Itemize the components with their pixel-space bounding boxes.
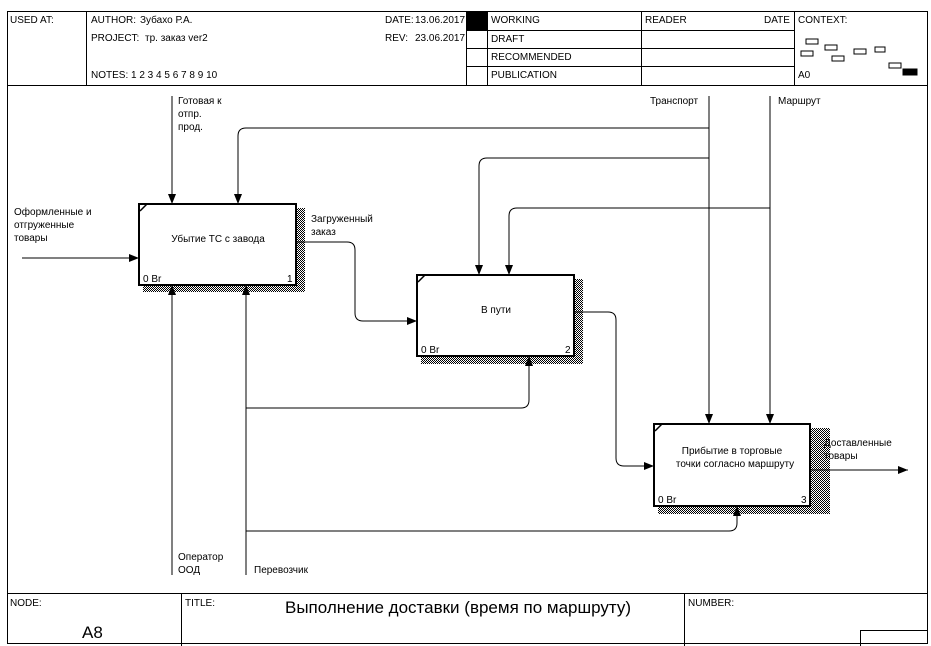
- rev-value: 23.06.2017: [415, 33, 466, 44]
- reader-label: READER: [645, 15, 687, 26]
- node-label: NODE:: [10, 598, 42, 609]
- arrow-box-2-to-box-3: [574, 311, 654, 470]
- context-rect-5: [853, 48, 867, 55]
- footer-divider-1: [181, 593, 182, 646]
- context-rect-6: [874, 46, 886, 53]
- arrow-transport-to-box-2: [475, 157, 709, 275]
- arrow-zagruzhenny-zakaz: [296, 241, 417, 325]
- arrow-label-perevozchik: Перевозчик: [254, 565, 309, 576]
- svg-text:прод.: прод.: [178, 122, 203, 133]
- arrow-label-zagruzhenny: Загруженный заказ: [311, 214, 373, 238]
- context-rect-4: [831, 55, 845, 62]
- author-value: Зубахо Р.А.: [140, 15, 193, 26]
- box-3-cost: 0 Br: [658, 495, 677, 506]
- svg-text:Оператор: Оператор: [178, 552, 224, 563]
- box-2-cost: 0 Br: [421, 345, 440, 356]
- box-2-number: 2: [565, 345, 571, 356]
- status-working: WORKING: [491, 15, 540, 26]
- svg-text:Доставленные: Доставленные: [824, 438, 892, 449]
- footer-box-top: [860, 630, 928, 631]
- status-draft: DRAFT: [491, 34, 525, 45]
- header-divider-5: [794, 11, 795, 85]
- box-2-label: В пути: [481, 305, 511, 316]
- number-label: NUMBER:: [688, 598, 735, 609]
- author-label: AUTHOR:: [91, 15, 136, 26]
- context-rect-3: [824, 44, 838, 51]
- status-recommended: RECOMMENDED: [491, 52, 572, 63]
- box-3-label-line-1: Прибытие в торговые: [682, 445, 783, 457]
- arrow-label-transport: Транспорт: [650, 96, 699, 107]
- svg-text:Готовая к: Готовая к: [178, 96, 222, 107]
- context-rect-2: [800, 50, 814, 57]
- diagram-title: Выполнение доставки (время по маршруту): [285, 598, 632, 617]
- date-value: 13.06.2017: [415, 15, 466, 26]
- header-divider-1: [86, 11, 87, 85]
- working-marker: [467, 12, 487, 30]
- title-label: TITLE:: [185, 598, 216, 609]
- status-row-line-3: [466, 66, 794, 67]
- footer-box-left: [860, 630, 861, 646]
- svg-text:товары: товары: [824, 451, 858, 462]
- context-map: [800, 38, 918, 76]
- box-3-label-line-2: точки согласно маршруту: [676, 459, 794, 470]
- context-rect-7: [888, 62, 902, 69]
- arrow-perevozchik-to-box-3: [246, 506, 741, 532]
- svg-text:Загруженный: Загруженный: [311, 214, 373, 225]
- arrow-marshrut-to-box-2: [505, 207, 770, 275]
- status-publication: PUBLICATION: [491, 70, 557, 81]
- arrow-label-output: Доставленные товары: [824, 438, 892, 462]
- arrow-label-gotovaya: Готовая к отпр. прод.: [178, 96, 222, 133]
- rev-label: REV:: [385, 33, 408, 44]
- status-row-line-2: [466, 48, 794, 49]
- notes-list: NOTES: 1 2 3 4 5 6 7 8 9 10: [91, 70, 218, 81]
- header-bottom-line: [7, 85, 928, 86]
- svg-text:отпр.: отпр.: [178, 109, 202, 120]
- context-node: A0: [798, 70, 811, 81]
- box-1-number: 1: [287, 274, 293, 285]
- box-1-cost: 0 Br: [143, 274, 162, 285]
- footer-divider-2: [684, 593, 685, 646]
- used-at-label: USED AT:: [10, 15, 54, 26]
- arrow-label-input: Оформленные и отгруженные товары: [14, 206, 92, 244]
- box-3[interactable]: Прибытие в торговые точки согласно маршр…: [653, 423, 811, 507]
- node-value: A8: [82, 623, 103, 642]
- date-label: DATE:: [385, 15, 414, 26]
- context-rect-current: [902, 68, 918, 76]
- project-label: PROJECT:: [91, 33, 140, 44]
- box-3-number: 3: [801, 495, 807, 506]
- box-2[interactable]: В пути 0 Br 2: [416, 274, 575, 357]
- status-row-line-1: [466, 30, 794, 31]
- arrow-label-marshrut: Маршрут: [778, 96, 821, 107]
- project-value: тр. заказ ver2: [145, 33, 208, 44]
- arrow-perevozchik-to-box-2: [246, 356, 533, 409]
- box-1[interactable]: Убытие ТС с завода 0 Br 1: [138, 203, 297, 286]
- svg-text:ООД: ООД: [178, 565, 200, 576]
- arrow-label-operator: Оператор ООД: [178, 552, 224, 576]
- context-label: CONTEXT:: [798, 15, 848, 26]
- svg-text:Оформленные и: Оформленные и: [14, 206, 92, 218]
- svg-text:товары: товары: [14, 233, 48, 244]
- box-1-label: Убытие ТС с завода: [171, 233, 265, 245]
- svg-text:заказ: заказ: [311, 227, 336, 238]
- diagram-frame: [7, 11, 928, 644]
- svg-text:отгруженные: отгруженные: [14, 220, 75, 231]
- footer-top-line: [7, 593, 928, 594]
- context-rect-1: [805, 38, 819, 45]
- arrow-transport-to-box-1: [234, 127, 709, 204]
- reader-date-label: DATE: [764, 15, 790, 26]
